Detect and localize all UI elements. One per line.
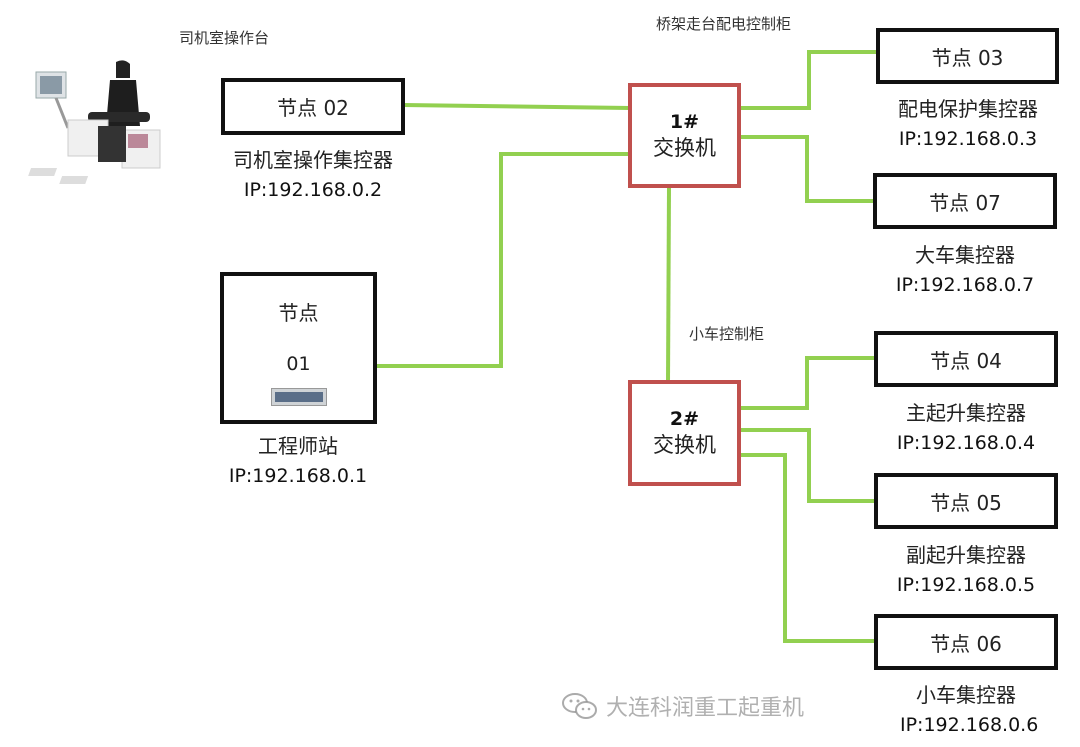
watermark: 大连科润重工起重机: [560, 690, 804, 722]
node-02: 节点 02: [221, 78, 405, 135]
node-07: 节点 07: [873, 173, 1057, 229]
wire-node02-switch1: [402, 103, 631, 110]
watermark-text: 大连科润重工起重机: [606, 696, 805, 721]
wechat-icon: [560, 691, 600, 721]
node-02-name: 司机室操作集控器: [233, 148, 393, 172]
switch-2-id: 2#: [669, 408, 700, 430]
node-07-title: 节点 07: [929, 190, 1001, 215]
switch-1-label: 交换机: [653, 135, 716, 160]
node-07-ip: IP:192.168.0.7: [895, 274, 1035, 296]
node-04-title: 节点 04: [930, 348, 1002, 373]
bridge-cabinet-label: 桥架走台配电控制柜: [656, 15, 792, 33]
wire-switch2-node05: [740, 428, 875, 503]
node-02-caption: 司机室操作集控器 IP:192.168.0.2: [195, 145, 431, 205]
node-05: 节点 05: [874, 473, 1058, 529]
wire-switch1-switch2: [666, 186, 671, 383]
switch-2: 2# 交换机: [628, 380, 741, 486]
node-07-caption: 大车集控器 IP:192.168.0.7: [847, 240, 1080, 300]
cab-console-label: 司机室操作台: [179, 29, 270, 47]
switch-2-label: 交换机: [653, 433, 716, 457]
node-02-ip: IP:192.168.0.2: [243, 179, 383, 201]
node-06-name: 小车集控器: [916, 683, 1016, 707]
node-03: 节点 03: [876, 28, 1059, 84]
node-01: 节点 01: [220, 272, 377, 424]
trolley-cabinet-label: 小车控制柜: [689, 325, 765, 343]
node-03-name: 配电保护集控器: [898, 97, 1038, 121]
node-04-caption: 主起升集控器 IP:192.168.0.4: [848, 398, 1080, 458]
node-05-name: 副起升集控器: [906, 543, 1026, 567]
node-05-ip: IP:192.168.0.5: [896, 574, 1036, 596]
node-01-title: 节点: [278, 301, 319, 325]
wire-switch2-node04: [740, 356, 875, 410]
node-06-ip: IP:192.168.0.6: [900, 714, 1039, 736]
node-02-title: 节点 02: [277, 96, 349, 120]
node-01-ip: IP:192.168.0.1: [228, 465, 368, 487]
node-03-title: 节点 03: [931, 45, 1004, 70]
node-04: 节点 04: [874, 331, 1058, 387]
node-04-name: 主起升集控器: [906, 401, 1026, 425]
node-06: 节点 06: [874, 614, 1058, 670]
engineer-station-icon: [270, 388, 327, 406]
node-03-ip: IP:192.168.0.3: [898, 128, 1038, 150]
switch-1-id: 1#: [669, 110, 700, 133]
node-05-caption: 副起升集控器 IP:192.168.0.5: [848, 540, 1080, 600]
node-07-name: 大车集控器: [915, 243, 1015, 267]
wire-switch2-node06: [740, 453, 875, 643]
wire-switch1-node07: [740, 135, 875, 203]
node-05-title: 节点 05: [930, 490, 1002, 515]
node-04-ip: IP:192.168.0.4: [896, 432, 1036, 454]
node-01-name: 工程师站: [258, 434, 338, 458]
switch-1: 1# 交换机: [628, 83, 741, 188]
wire-switch1-node03: [740, 50, 878, 110]
node-03-caption: 配电保护集控器 IP:192.168.0.3: [850, 94, 1080, 154]
cab-console-image: [28, 50, 178, 190]
node-06-title: 节点 06: [930, 631, 1002, 656]
node-01-caption: 工程师站 IP:192.168.0.1: [200, 431, 396, 491]
wire-node01-switch1: [375, 152, 630, 368]
node-01-number: 01: [286, 353, 311, 375]
node-06-caption: 小车集控器 IP:192.168.0.6: [900, 680, 1039, 740]
